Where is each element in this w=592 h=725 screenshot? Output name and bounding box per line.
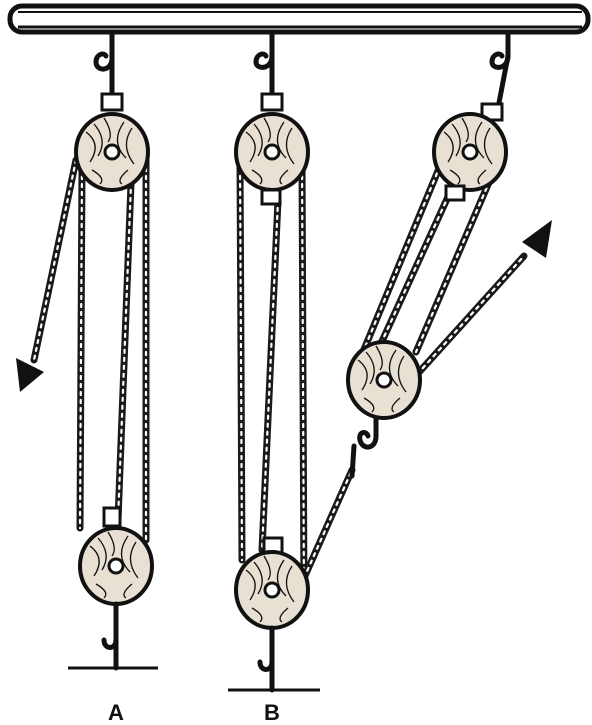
support-bar [10,6,588,32]
top-hook-icon [96,34,122,110]
label-a: A [108,700,124,725]
pulley-system-c [348,34,552,476]
rope-a [34,158,146,540]
pulley-system-a: A [16,34,158,725]
hook-icon [352,418,376,476]
arrow-icon [522,220,552,258]
arrow-icon [16,358,44,392]
top-hook-icon [256,34,282,110]
top-hook-icon [482,34,508,120]
pulley-icon [236,114,308,190]
pulley-icon [76,114,148,190]
pulley-icon [236,552,308,628]
label-b: B [264,700,280,725]
pulley-icon [80,528,152,604]
pulley-icon [434,114,506,190]
rope-b [240,160,352,600]
pulley-icon [348,342,420,418]
pulley-system-b: B [228,34,352,725]
